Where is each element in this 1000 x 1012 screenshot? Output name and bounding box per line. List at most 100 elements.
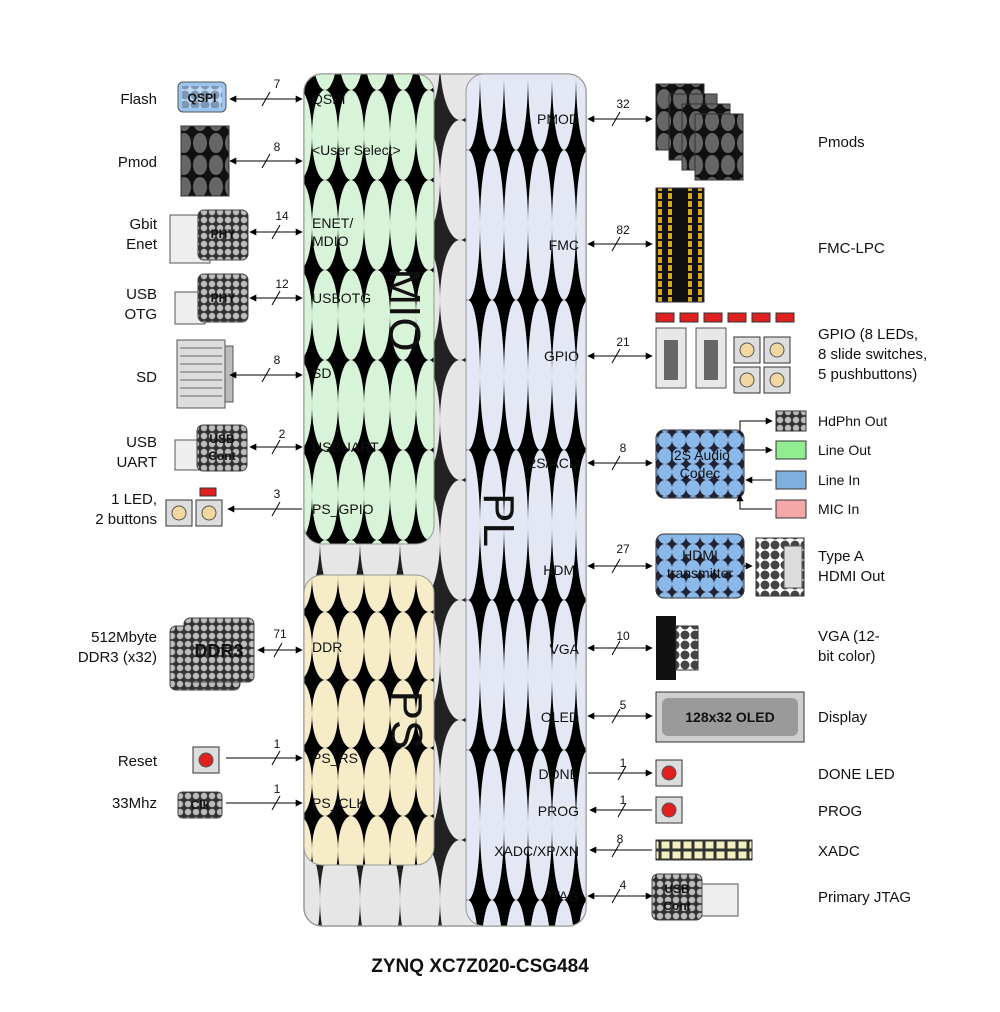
svg-text:QSPI: QSPI: [188, 91, 217, 105]
ps-leds-buttons: [165, 487, 223, 527]
svg-text:Clk: Clk: [191, 798, 210, 812]
audio-port-wires: [736, 417, 773, 510]
svg-text:8: 8: [274, 353, 281, 367]
sig-enet-l2: MDIO: [312, 233, 349, 249]
svg-text:I2S Audio: I2S Audio: [670, 447, 730, 463]
svg-text:2: 2: [279, 427, 286, 441]
svg-text:OTG: OTG: [125, 306, 158, 323]
svg-text:27: 27: [616, 542, 630, 556]
sig-gpio: GPIO: [544, 348, 579, 364]
svg-text:USB: USB: [126, 286, 157, 303]
svg-text:DDR3 (x32): DDR3 (x32): [78, 649, 157, 666]
sig-ddr: DDR: [312, 639, 342, 655]
clock-chip: Clk: [177, 791, 223, 819]
mio-block: [303, 73, 435, 545]
sig-prog: PROG: [538, 803, 579, 819]
label-fmc-lpc: FMC-LPC: [818, 240, 885, 257]
svg-text:Codec: Codec: [680, 465, 720, 481]
sig-ps-gpio: PS_GPIO: [312, 501, 374, 517]
label-hdphn-out: HdPhn Out: [818, 413, 887, 429]
svg-text:14: 14: [275, 209, 289, 223]
label-line-out: Line Out: [818, 442, 871, 458]
sig-jtag: JTAG: [544, 888, 579, 904]
label-display: Display: [818, 709, 868, 726]
zynq-chip: MIO PS PL: [303, 73, 587, 927]
gpio-devices: [655, 312, 795, 394]
sig-usbuart: USBUART: [312, 439, 379, 455]
sig-oled: OLED: [541, 709, 579, 725]
sig-ps-clk: PS_CLK: [312, 795, 366, 811]
svg-text:4: 4: [620, 878, 627, 892]
mio-label: MIO: [380, 268, 429, 351]
label-33mhz: 33Mhz: [112, 795, 157, 812]
svg-text:PHY: PHY: [211, 227, 236, 241]
svg-text:512Mbyte: 512Mbyte: [91, 629, 157, 646]
usb-uart-chip: USB Cont: [174, 424, 248, 472]
line-out-jack-icon: [775, 440, 807, 460]
svg-text:8: 8: [274, 140, 281, 154]
label-gpio-line1: GPIO (8 LEDs,: [818, 326, 918, 343]
svg-text:USB: USB: [209, 432, 235, 446]
svg-text:PHY: PHY: [211, 291, 236, 305]
fmc-connector: [655, 187, 705, 303]
vga-connector: [656, 616, 699, 680]
pmod-connector: [180, 125, 230, 197]
svg-text:1: 1: [620, 793, 627, 807]
svg-text:transmitter: transmitter: [667, 565, 733, 581]
label-gpio-line2: 8 slide switches,: [818, 346, 927, 363]
label-enet-line1: Gbit: [129, 216, 157, 233]
sig-enet-l1: ENET/: [312, 215, 353, 231]
svg-text:8: 8: [617, 832, 624, 846]
svg-text:71: 71: [273, 627, 287, 641]
otg-phy-chip: PHY: [174, 273, 249, 325]
svg-text:1 LED,: 1 LED,: [111, 491, 157, 508]
done-led: [655, 759, 683, 787]
svg-text:USB: USB: [664, 882, 690, 896]
label-primary-jtag: Primary JTAG: [818, 889, 911, 906]
label-enet-line2: Enet: [126, 236, 158, 253]
hdmi-transmitter-chip: HDMI transmitter: [655, 533, 745, 599]
label-sd: SD: [136, 369, 157, 386]
prog-button: [655, 796, 683, 824]
label-pmod: Pmod: [118, 154, 157, 171]
sig-fmc: FMC: [549, 237, 579, 253]
sig-usbotg: USBOTG: [312, 290, 371, 306]
label-xadc: XADC: [818, 843, 860, 860]
sig-vga: VGA: [549, 641, 579, 657]
label-line-in: Line In: [818, 472, 860, 488]
label-flash: Flash: [120, 91, 157, 108]
label-reset: Reset: [118, 753, 158, 770]
pl-block: [465, 73, 587, 927]
svg-text:21: 21: [616, 335, 630, 349]
svg-text:USB: USB: [126, 434, 157, 451]
sig-ps-rst: PS_RST: [312, 750, 367, 766]
svg-text:HDMI: HDMI: [682, 547, 718, 563]
label-vga-line2: bit color): [818, 648, 876, 665]
sig-sd: SD: [312, 365, 331, 381]
xadc-header: [655, 839, 753, 861]
sig-i2s: I2S/ACD: [525, 455, 579, 471]
svg-text:1: 1: [274, 782, 281, 796]
ddr3-chip: DDR3: [169, 617, 255, 691]
svg-text:1: 1: [620, 756, 627, 770]
enet-phy-chip: PHY: [169, 209, 249, 264]
label-prog: PROG: [818, 803, 862, 820]
bus-qspi: 7: [274, 77, 281, 91]
sd-card-slot: [176, 339, 234, 409]
hdphn-jack-icon: [775, 410, 807, 432]
sig-qspi: QSPI: [312, 91, 345, 107]
qspi-chip: QSPI: [177, 81, 227, 113]
svg-text:2 buttons: 2 buttons: [95, 511, 157, 528]
audio-codec-chip: I2S Audio Codec: [655, 429, 745, 499]
label-gpio-line3: 5 pushbuttons): [818, 366, 917, 383]
reset-button: [192, 746, 220, 774]
svg-text:12: 12: [275, 277, 289, 291]
label-vga-line1: VGA (12-: [818, 628, 880, 645]
svg-text:UART: UART: [116, 454, 157, 471]
sig-done: DONE: [539, 766, 579, 782]
label-mic-in: MIC In: [818, 501, 859, 517]
svg-text:DDR3: DDR3: [194, 641, 243, 661]
jtag-usb-chip: USB Cont: [651, 873, 739, 921]
pmod-connectors: [655, 83, 744, 181]
